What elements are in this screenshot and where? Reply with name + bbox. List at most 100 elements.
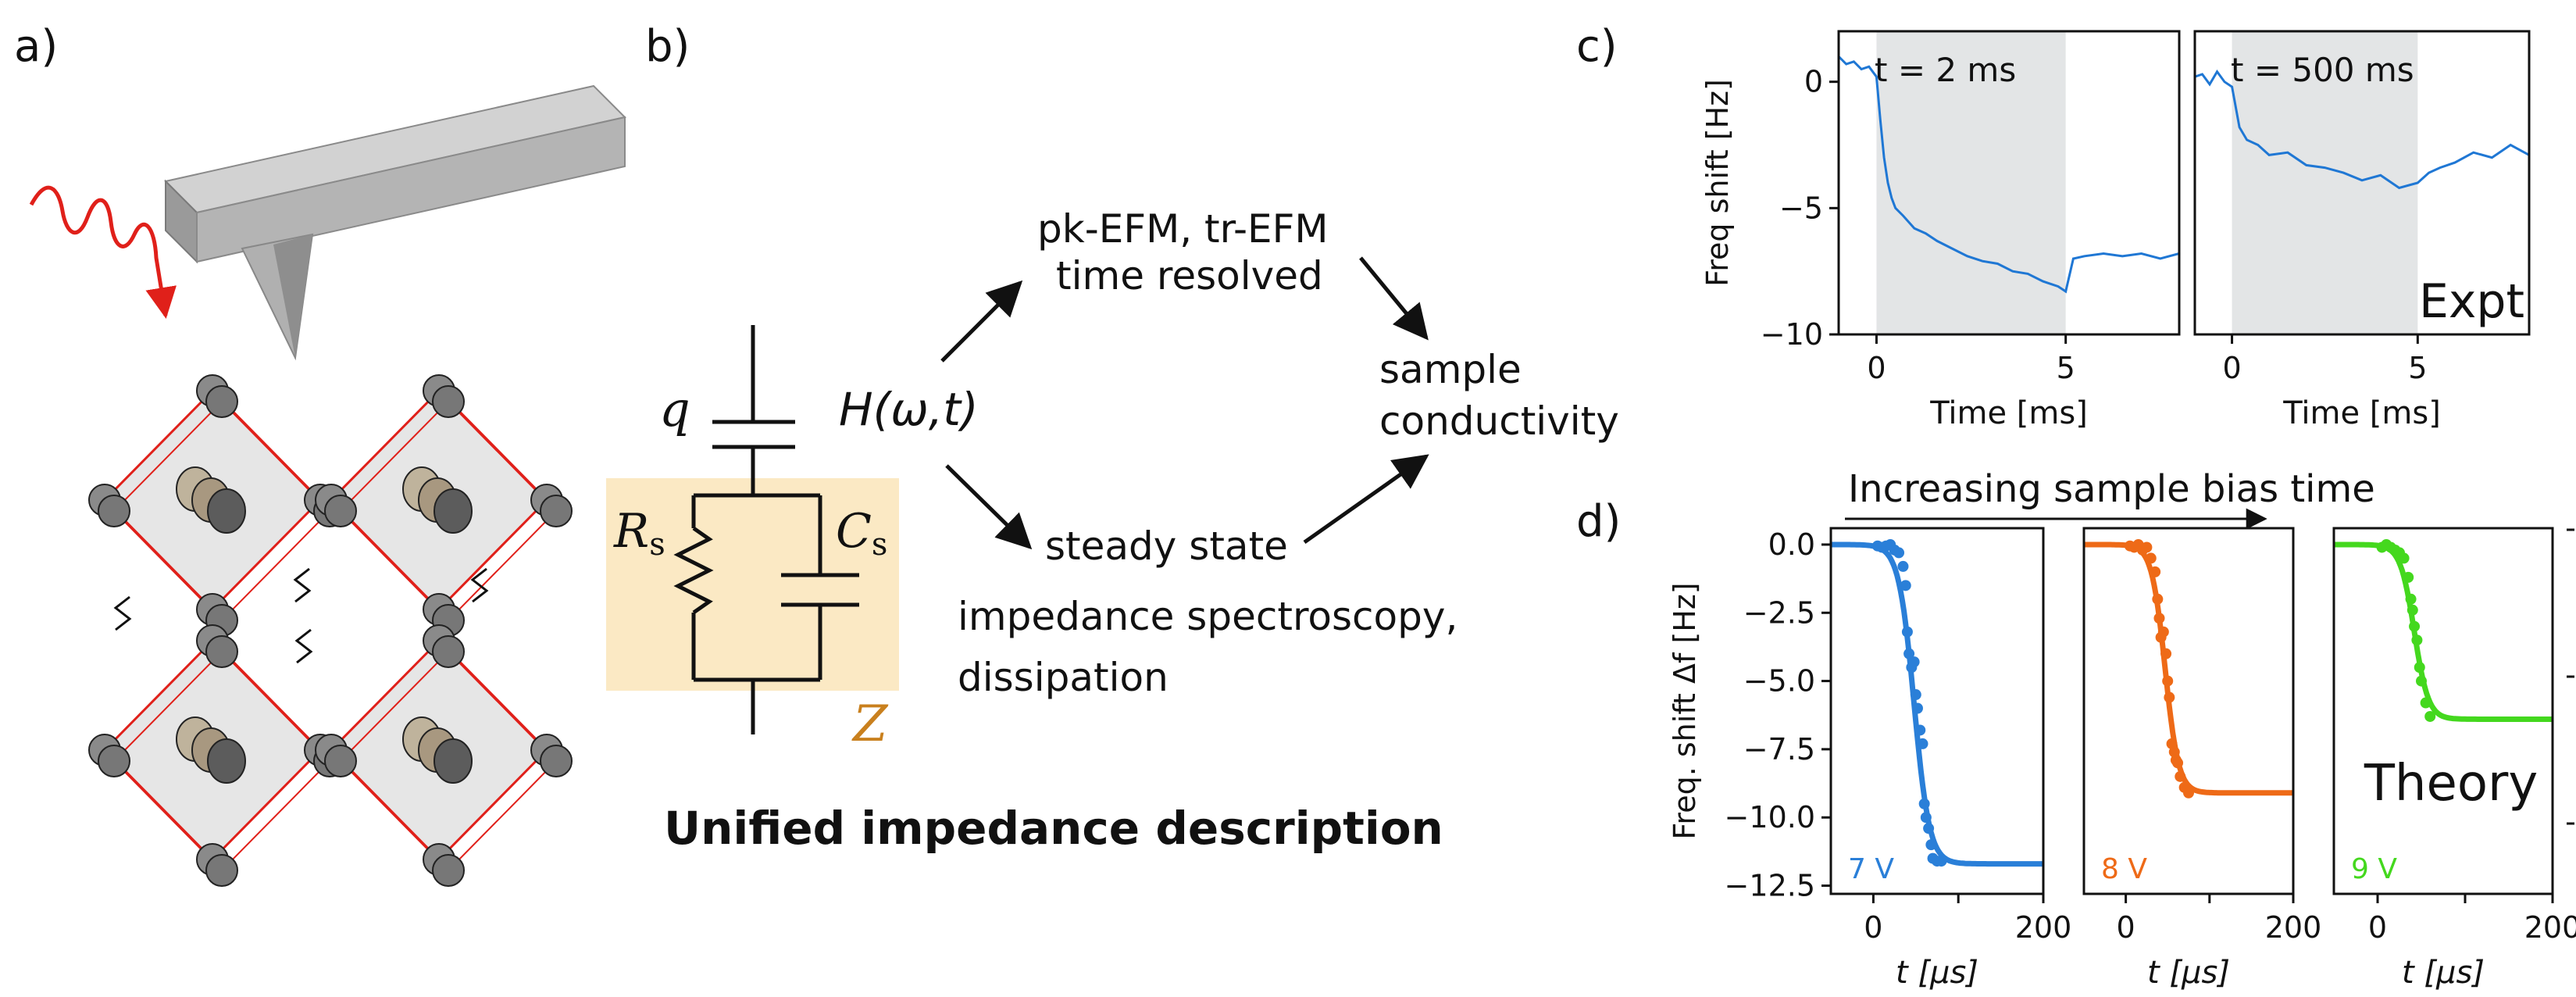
data-point [2145, 552, 2157, 564]
panel-label-a: a) [14, 21, 58, 72]
data-point [2164, 691, 2175, 703]
atom [324, 745, 357, 777]
impedance-z-label: Z [851, 695, 889, 753]
data-point [2153, 613, 2165, 624]
voltage-label: 9 V [2351, 853, 2397, 885]
shaded-interval [1876, 31, 2066, 334]
annotation: Expt [2419, 274, 2524, 329]
y-tick-label: −5 [1779, 191, 1823, 225]
atom [205, 635, 238, 668]
x-axis-label: Time [ms] [1929, 395, 2088, 431]
x-tick-label: 0 [2117, 910, 2135, 945]
data-point [2407, 604, 2418, 616]
data-point [2157, 626, 2169, 638]
organic-cation [207, 488, 246, 534]
shaded-interval [2232, 31, 2418, 334]
voltage-label: 7 V [1848, 853, 1894, 885]
data-point [2183, 787, 2194, 799]
y-tick-label: 0 [1804, 65, 1823, 99]
panel-b-title: Unified impedance description [664, 802, 1443, 855]
bottom-path-line3: dissipation [958, 655, 1168, 700]
data-point [1897, 560, 1909, 572]
axes-frame [1837, 30, 2181, 336]
y-tick-label: −12.5 [1725, 869, 1815, 903]
y-tick-label: −7.5 [1743, 732, 1815, 767]
y-tick-label: −10.0 [1725, 800, 1815, 834]
data-point [2162, 675, 2174, 687]
x-axis-label: t [µs] [2402, 955, 2485, 991]
data-point [2172, 757, 2184, 769]
chart-title: t = 2 ms [1875, 51, 2016, 89]
data-point [2175, 770, 2186, 782]
data-point [1903, 648, 1915, 659]
data-point [1901, 626, 1913, 638]
light-wave-icon [29, 185, 177, 319]
data-point [1923, 823, 1935, 834]
y-tick-label: −5.0 [1743, 664, 1815, 699]
y-axis-label: Freq. shift Δf [Hz] [1668, 582, 1702, 839]
x-tick-label: 0 [2368, 910, 2387, 945]
axes-frame [2193, 30, 2531, 336]
x-tick-label: 200 [2265, 910, 2322, 945]
x-tick-label: 5 [2408, 351, 2427, 385]
atom [205, 385, 238, 418]
ligand-chain [294, 628, 313, 664]
x-axis-label: t [µs] [2147, 955, 2230, 991]
panel-label-b: b) [645, 21, 690, 72]
circuit-diagram [673, 325, 859, 734]
data-point [1920, 812, 1932, 824]
data-point [1893, 547, 1905, 559]
fit-curve [2334, 541, 2553, 722]
axes-frame [2082, 527, 2295, 895]
organic-cation [433, 738, 473, 784]
axes-frame [1829, 527, 2045, 895]
atom [98, 495, 130, 527]
data-point [2152, 593, 2164, 605]
data-point [1908, 656, 1920, 668]
y-tick-label: 0.0 [1768, 527, 1815, 562]
data-point [2168, 746, 2180, 758]
data-point [2141, 541, 2153, 553]
transfer-function-label: H(ω,t) [839, 383, 979, 436]
d-header: Increasing sample bias time [1848, 467, 2375, 511]
ligand-chain [113, 595, 132, 631]
x-tick-label: 5 [2057, 351, 2075, 385]
atom [540, 745, 573, 777]
top-path-line2: time resolved [1056, 253, 1323, 298]
bottom-path-line1: steady state [1045, 524, 1288, 569]
x-axis-label: t [µs] [1896, 955, 1978, 991]
data-point [2398, 552, 2410, 564]
data-point [2405, 593, 2417, 605]
data-point [1900, 580, 1911, 591]
x-tick-label: 0 [1864, 910, 1882, 945]
y-tick-label: −10 [1761, 317, 1823, 352]
data-point [2414, 662, 2425, 674]
data-point [1917, 738, 1928, 749]
data-point [2160, 648, 2172, 659]
data-point [2424, 710, 2436, 722]
atom [205, 854, 238, 887]
axes-frame [2332, 527, 2554, 895]
impedance-box [606, 478, 899, 691]
atom [432, 385, 465, 418]
series-line [1839, 55, 2179, 294]
organic-cation [207, 738, 246, 784]
charge-label: q [659, 381, 690, 438]
data-point [1936, 856, 1947, 867]
ligand-chain [293, 567, 312, 603]
ligand-chain [470, 567, 489, 603]
fit-curve [2084, 541, 2293, 796]
x-tick-label: 0 [2222, 351, 2241, 385]
panel-label-c: c) [1576, 21, 1618, 72]
atom [98, 745, 130, 777]
data-point [2403, 571, 2414, 583]
capacitor-label: Cs [836, 504, 887, 563]
data-point [2420, 697, 2432, 709]
top-path-line1: pk-EFM, tr-EFM [1037, 206, 1329, 252]
atom [324, 495, 357, 527]
